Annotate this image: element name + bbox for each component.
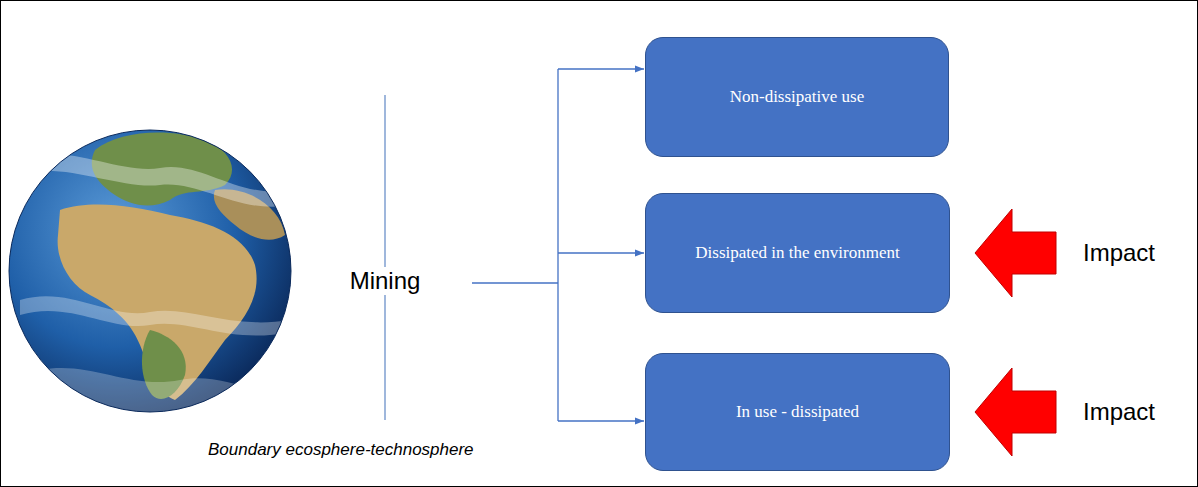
process-box: Non-dissipative use bbox=[645, 37, 949, 157]
process-box: Dissipated in the environment bbox=[645, 193, 950, 313]
earth-globe bbox=[9, 130, 291, 420]
box-text: In use - dissipated bbox=[736, 401, 859, 424]
impact-label: Impact bbox=[1083, 239, 1155, 267]
box-text: Dissipated in the environment bbox=[695, 242, 899, 265]
process-box: In use - dissipated bbox=[645, 353, 950, 471]
box-text: Non-dissipative use bbox=[730, 86, 865, 109]
impact-arrow bbox=[975, 368, 1056, 456]
impact-arrow bbox=[975, 209, 1056, 297]
boundary-caption: Boundary ecosphere-technosphere bbox=[208, 440, 474, 460]
process-label: Mining bbox=[347, 267, 424, 295]
impact-label: Impact bbox=[1083, 398, 1155, 426]
boundary-line bbox=[384, 95, 386, 420]
branch-lines bbox=[472, 69, 644, 421]
